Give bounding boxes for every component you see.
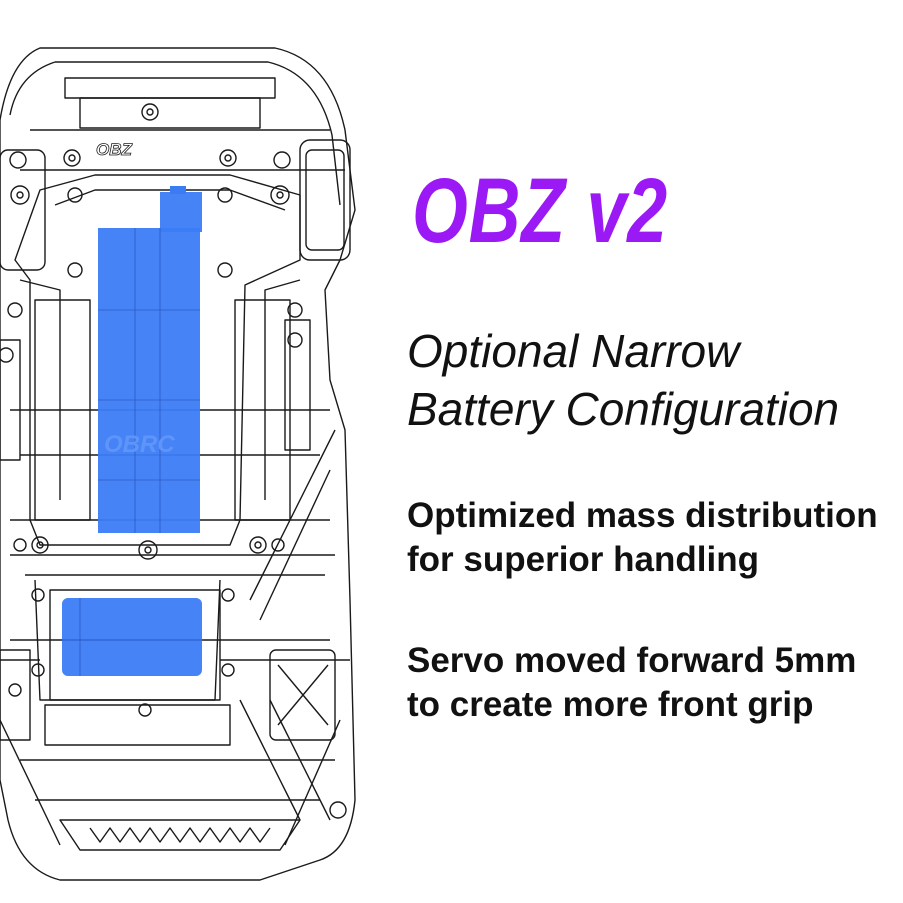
chassis-outline (0, 47, 356, 881)
feature-line: Optimized mass distribution (407, 496, 878, 535)
feature-line: Servo moved forward 5mm (407, 641, 857, 680)
feature-line: to create more front grip (407, 685, 814, 724)
chassis-stamp: OBZ (96, 140, 133, 159)
page-subtitle: Optional Narrow Battery Configuration (407, 322, 839, 438)
battery-pack: OBRC (98, 186, 202, 533)
subtitle-line: Optional Narrow (407, 325, 740, 377)
servo-block (62, 598, 202, 676)
feature-mass-distribution: Optimized mass distribution for superior… (407, 494, 878, 582)
product-title: OBZ v2 (412, 160, 668, 262)
chassis-drawing: OBZ OBRC (0, 0, 380, 903)
subtitle-line: Battery Configuration (407, 383, 840, 435)
feature-line: for superior handling (407, 540, 759, 579)
feature-servo-forward: Servo moved forward 5mm to create more f… (407, 639, 856, 727)
battery-stamp: OBRC (104, 431, 175, 458)
